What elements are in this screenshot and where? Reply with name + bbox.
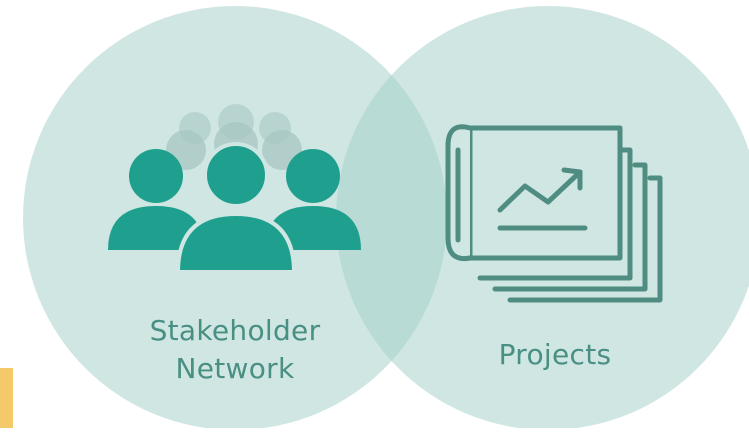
projects-label: Projects bbox=[498, 338, 612, 371]
stakeholder-label-line2: Network bbox=[175, 352, 295, 385]
people-group-icon bbox=[108, 104, 361, 274]
chart-document-icon bbox=[445, 124, 663, 303]
stakeholder-network-label: Stakeholder Network bbox=[110, 312, 360, 388]
stakeholder-label-line1: Stakeholder bbox=[149, 314, 321, 347]
accent-bar bbox=[0, 368, 13, 428]
